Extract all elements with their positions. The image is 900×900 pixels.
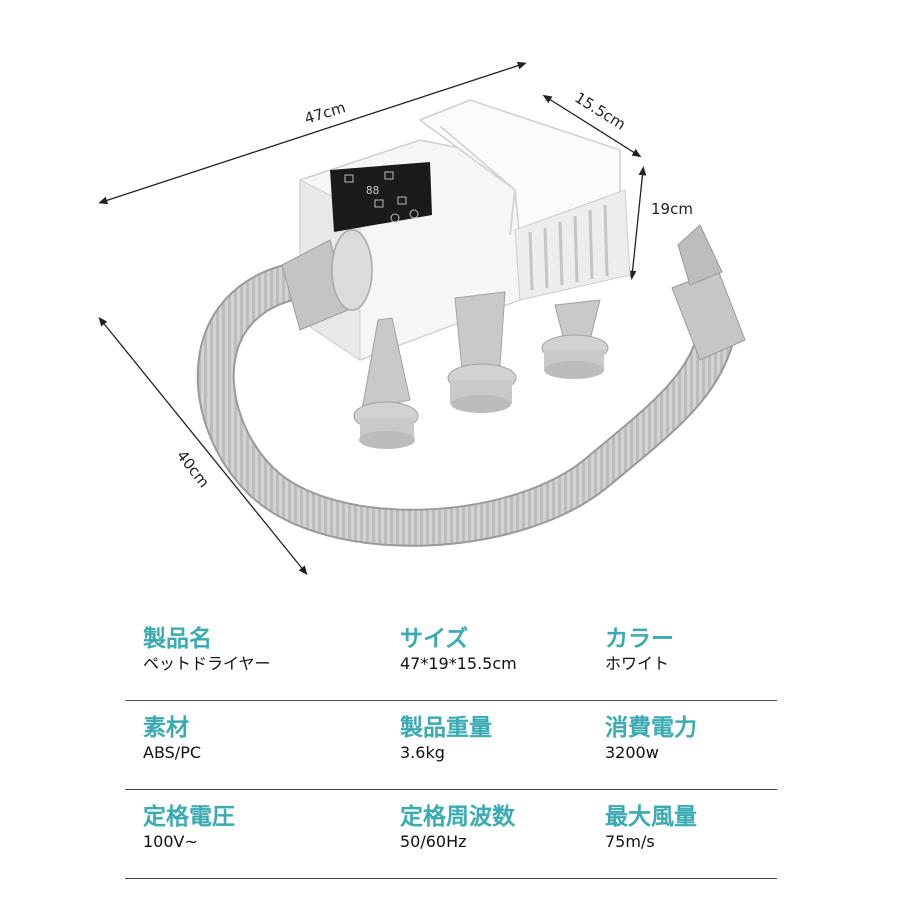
- spec-value: 75m/s: [605, 832, 655, 851]
- spec-row: 素材 ABS/PC 製品重量 3.6kg 消費電力 3200w: [125, 701, 777, 790]
- cone-nozzle: [353, 317, 419, 449]
- spec-value: 47*19*15.5cm: [400, 654, 517, 673]
- spec-label: 素材: [143, 715, 189, 741]
- depth-dimension-line: [542, 94, 642, 158]
- spec-label: サイズ: [400, 626, 469, 652]
- wide-nozzle: [541, 299, 609, 379]
- spec-value: ペットドライヤー: [143, 654, 271, 673]
- spec-power: 消費電力 3200w: [605, 715, 697, 763]
- pet-dryer-image: 88: [98, 61, 746, 576]
- spec-max-airflow: 最大風量 75m/s: [605, 804, 697, 852]
- spec-row: 定格電圧 100V~ 定格周波数 50/60Hz 最大風量 75m/s: [125, 790, 777, 879]
- control-panel: [330, 162, 432, 232]
- spec-row: 製品名 ペットドライヤー サイズ 47*19*15.5cm カラー ホワイト: [125, 612, 777, 701]
- spec-label: 消費電力: [605, 715, 697, 741]
- spec-value: 3.6kg: [400, 743, 445, 762]
- spec-product-name: 製品名 ペットドライヤー: [143, 626, 271, 674]
- hose-end-nozzle: [671, 269, 746, 361]
- spec-table: 製品名 ペットドライヤー サイズ 47*19*15.5cm カラー ホワイト 素…: [125, 612, 777, 879]
- spec-label: 定格周波数: [400, 804, 515, 830]
- spec-value: 3200w: [605, 743, 659, 762]
- spec-label: 製品重量: [400, 715, 492, 741]
- spec-label: 最大風量: [605, 804, 697, 830]
- spec-label: 製品名: [143, 626, 212, 652]
- spec-value: ABS/PC: [143, 743, 202, 762]
- spec-value: ホワイト: [605, 654, 670, 673]
- spec-size: サイズ 47*19*15.5cm: [400, 626, 517, 674]
- spec-value: 50/60Hz: [400, 832, 467, 851]
- spec-value: 100V~: [143, 832, 198, 851]
- spec-frequency: 定格周波数 50/60Hz: [400, 804, 515, 852]
- spec-label: 定格電圧: [143, 804, 235, 830]
- spec-rated-voltage: 定格電圧 100V~: [143, 804, 235, 852]
- flat-nozzle: [447, 291, 517, 413]
- spec-color: カラー ホワイト: [605, 626, 674, 674]
- width-dimension-line: [98, 61, 527, 205]
- height-dimension-line: [628, 166, 647, 280]
- svg-text:88: 88: [366, 184, 379, 197]
- hose-dimension-line: [98, 316, 308, 576]
- spec-label: カラー: [605, 626, 674, 652]
- height-label: 19cm: [651, 200, 693, 218]
- air-intake-vent: [514, 189, 631, 301]
- spec-material: 素材 ABS/PC: [143, 715, 201, 763]
- spec-weight: 製品重量 3.6kg: [400, 715, 492, 763]
- product-illustration: 88 47cm 15.5cm 19cm 40cm: [98, 61, 746, 576]
